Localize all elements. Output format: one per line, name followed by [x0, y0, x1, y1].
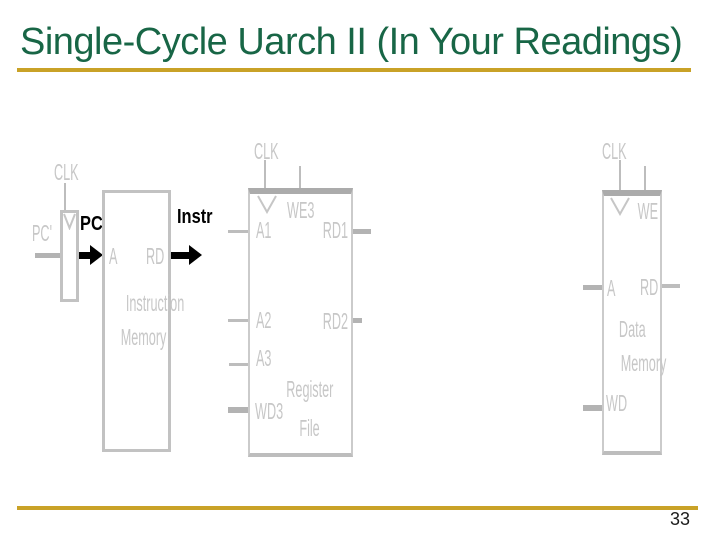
regfile-port-rd2: RD2 — [322, 308, 348, 334]
pc-to-imem-arrow-shaft — [79, 252, 91, 259]
instruction-memory-box — [102, 190, 171, 452]
dmem-name: Data Memory — [618, 316, 667, 376]
regfile-port-we3: WE3 — [287, 197, 315, 223]
regfile-clk-label: CLK — [254, 138, 279, 164]
regfile-rd1-wire — [353, 229, 371, 234]
dmem-a-wire — [583, 285, 602, 290]
regfile-port-rd1: RD1 — [322, 217, 348, 243]
regfile-port-a2: A2 — [256, 307, 272, 333]
pc-clk-wire — [64, 183, 66, 210]
register-file-box — [248, 188, 353, 457]
pc-next-label: PC' — [32, 220, 52, 246]
dmem-port-we: WE — [637, 198, 658, 224]
regfile-we3-wire — [299, 166, 301, 188]
regfile-name: Register File — [286, 376, 334, 441]
data-memory-box — [602, 190, 662, 455]
dmem-port-wd: WD — [606, 390, 628, 416]
dmem-clk-wire — [619, 160, 621, 190]
instr-label: Instr — [177, 206, 213, 228]
page-number: 33 — [669, 509, 690, 529]
regfile-clock-edge-triangle-icon — [257, 195, 277, 214]
title-underline — [17, 68, 691, 72]
regfile-port-a3: A3 — [256, 345, 272, 371]
regfile-a1-wire — [228, 230, 248, 233]
regfile-a2-wire — [228, 319, 248, 322]
dmem-port-a: A — [607, 275, 616, 301]
slide-title: Single-Cycle Uarch II (In Your Readings) — [20, 21, 683, 63]
dmem-clock-edge-triangle-icon — [610, 197, 630, 216]
instr-arrow-head — [189, 245, 202, 265]
pc-clock-edge-triangle-icon — [63, 213, 76, 230]
dmem-clk-label: CLK — [602, 138, 627, 164]
imem-port-rd: RD — [145, 243, 164, 269]
pc-input-wire — [35, 253, 60, 258]
regfile-wd3-wire — [228, 407, 248, 413]
dmem-rd-wire — [662, 284, 680, 288]
dmem-we-wire — [644, 166, 646, 190]
imem-port-a: A — [109, 243, 118, 269]
instr-arrow-shaft — [171, 252, 189, 259]
dmem-wd-wire — [583, 405, 602, 411]
imem-name: Instruction Memory — [120, 290, 185, 350]
footer-rule — [17, 506, 698, 510]
regfile-port-wd3: WD3 — [255, 398, 284, 424]
dmem-port-rd: RD — [639, 274, 658, 300]
regfile-rd2-wire — [353, 318, 362, 323]
pc-register-box — [60, 210, 79, 302]
regfile-port-a1: A1 — [256, 217, 272, 243]
regfile-clk-wire — [264, 160, 266, 188]
regfile-a3-wire — [229, 363, 248, 366]
pc-clk-label: CLK — [54, 159, 79, 185]
pc-output-label: PC — [80, 213, 103, 235]
pc-to-imem-arrow-head — [90, 245, 103, 265]
